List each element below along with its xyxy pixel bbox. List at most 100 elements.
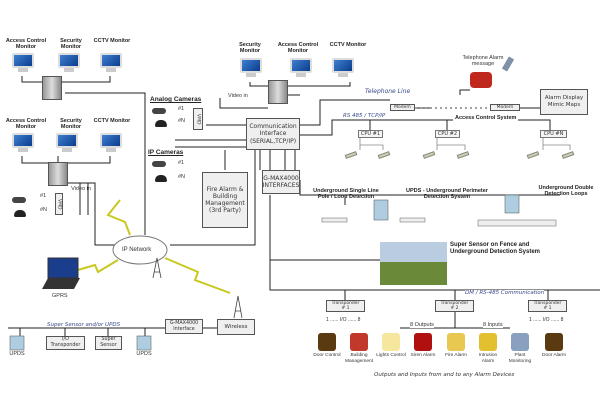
upds-system-label: UPDS - Underground Perimeter Detection S…: [406, 188, 488, 201]
wireless-box: Wireless: [217, 319, 255, 335]
transponder-name: Transponder: [533, 300, 562, 306]
transponder-1-box: Transponder# 1: [326, 300, 365, 312]
upds-label: UPDS: [9, 351, 25, 357]
vmd-box: VMD: [55, 193, 63, 215]
gmax-interface-box: G-MAX4000 Interface: [165, 319, 203, 334]
server-icon: [268, 80, 288, 104]
device-label: Plant Monitoring: [508, 353, 532, 364]
camera-1-label: #1: [40, 193, 47, 199]
monitor-icon: [332, 58, 354, 78]
label-security-monitor: Security Monitor: [239, 42, 261, 55]
rs485-label: RS 485 / TCP/IP: [343, 113, 386, 119]
analog-cameras-title: Analog Cameras: [150, 96, 202, 103]
label-access-control-monitor: Access Control Monitor: [5, 118, 47, 131]
transponder-2-box: Transponder# 2: [435, 300, 474, 312]
monitor-icon: [100, 133, 122, 153]
device-label: Lights Control: [376, 353, 406, 358]
monitor-icon: [240, 58, 262, 78]
dome-camera-icon: [155, 120, 167, 127]
analog-camera-icon: [12, 197, 26, 203]
alarm-display-box: Alarm Display Mimic Maps: [540, 89, 588, 115]
server-icon: [48, 162, 68, 186]
tower-icon: [152, 257, 243, 319]
upds-sensor-icon: [9, 194, 520, 351]
monitor-icon: [12, 133, 34, 153]
super-sensor-box: Super Sensor: [95, 336, 122, 350]
ip-network-label: IP Network: [122, 247, 152, 253]
super-sensor-upds-caption: Super Sensor and/or UPDS: [47, 322, 121, 328]
gprs-label: GPRS: [52, 293, 68, 299]
io-range-label: 1 ...... I/O ...... 8: [529, 317, 564, 323]
io-range-label: 1 ...... I/O ...... 8: [326, 317, 361, 323]
transponder-name: Transponder: [331, 300, 360, 306]
device-icon: [414, 333, 432, 351]
camera-n-label: #N: [40, 207, 48, 213]
cpu-n-box: CPU #N: [540, 130, 567, 138]
transponder-name: Transponder: [440, 300, 469, 306]
underground-single-label: Underground Single Line Pole / Loop Dete…: [313, 188, 379, 201]
monitor-icon: [12, 53, 34, 73]
ip-camera-icon: [152, 161, 166, 167]
underground-double-label: Underground Double Detection Loops: [538, 185, 594, 198]
device-icon: [382, 333, 400, 351]
outputs-label: 8 Outputs: [410, 322, 434, 329]
fence-photo: [380, 242, 447, 285]
camera-1-label: #1: [178, 160, 185, 166]
telephone-icon: [470, 56, 515, 88]
device-icon: [511, 333, 529, 351]
label-access-control-monitor: Access Control Monitor: [5, 38, 47, 51]
label-security-monitor: Security Monitor: [60, 38, 82, 51]
video-in-label: Video in: [228, 93, 248, 99]
transponder-number: # 1: [543, 306, 552, 311]
modem-box: Modem: [390, 104, 415, 111]
monitor-icon: [56, 133, 78, 153]
upds-label: UPDS: [136, 351, 152, 357]
ip-network-cloud: [112, 235, 168, 265]
label-access-control-monitor: Access Control Monitor: [277, 42, 319, 55]
device-label: Door Alarm: [542, 353, 566, 358]
laptop-icon: [42, 257, 80, 289]
device-label: Building Management: [345, 353, 373, 364]
label-cctv-monitor: CCTV Monitor: [93, 118, 131, 124]
device-icon: [545, 333, 563, 351]
monitor-icon: [290, 58, 312, 78]
camera-n-label: #N: [178, 174, 186, 180]
device-icon: [318, 333, 336, 351]
device-icon: [350, 333, 368, 351]
device-label: Intrusion Alarm: [478, 353, 498, 364]
vmd-box: VMD: [193, 108, 203, 130]
inputs-label: 8 Inputs: [483, 322, 503, 329]
cpu-1-box: CPU #1: [358, 130, 383, 138]
communication-interface-box: Communication Interface (SERIAL,TCP/IP): [246, 118, 300, 150]
dome-camera-icon: [155, 175, 167, 182]
ip-cameras-title: IP Cameras: [148, 149, 184, 156]
io-transponder-box: I/O Transponder: [46, 336, 85, 350]
telephone-label: Telephone Alarm message: [462, 55, 504, 68]
monitor-icon: [100, 53, 122, 73]
monitor-icon: [58, 53, 80, 73]
analog-camera-icon: [152, 108, 166, 114]
cpu-2-box: CPU #2: [435, 130, 460, 138]
label-cctv-monitor: CCTV Monitor: [93, 38, 131, 44]
telephone-line-label: Telephone Line: [365, 88, 411, 95]
camera-n-label: #N: [178, 118, 186, 124]
label-cctv-monitor: CCTV Monitor: [329, 42, 367, 48]
transponder-number: # 1: [341, 306, 350, 311]
gmax-interfaces-box: G-MAX4000 INTERFACES: [262, 170, 300, 194]
device-label: Siren Alarm: [410, 353, 436, 358]
transponder-3-box: Transponder# 1: [528, 300, 567, 312]
device-icon: [447, 333, 465, 351]
server-icon: [42, 76, 62, 100]
device-icon: [479, 333, 497, 351]
modem-box: Modem: [490, 104, 520, 111]
transponder-number: # 2: [450, 306, 459, 311]
super-sensor-fence-label: Super Sensor on Fence and Underground De…: [450, 242, 541, 255]
device-label: Fire Alarm: [445, 353, 467, 358]
device-label: Door Control: [313, 353, 341, 358]
fire-alarm-box: Fire Alarm & Building Management (3rd Pa…: [202, 172, 248, 228]
video-in-label: Video in: [71, 186, 91, 192]
label-security-monitor: Security Monitor: [60, 118, 82, 131]
dm-communication-label: DM / RS-485 Communication: [465, 290, 545, 296]
dome-camera-icon: [14, 210, 26, 217]
